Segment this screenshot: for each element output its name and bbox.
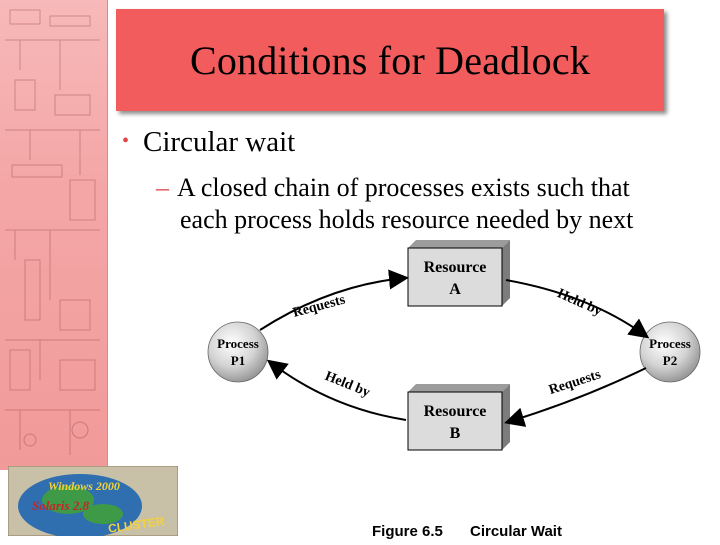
- edge-label-a-heldby: Held by: [555, 286, 604, 319]
- sub-bullet-line1: A closed chain of processes exists such …: [177, 173, 630, 202]
- resource-b-label-2: B: [450, 425, 461, 442]
- edge-p2-requests-b: [504, 367, 647, 427]
- resource-b-label-1: Resource: [424, 403, 487, 420]
- process-p2-node: Process P2: [639, 321, 701, 383]
- resource-a-label-2: A: [449, 281, 461, 298]
- resource-a-box: Resource A: [407, 240, 510, 307]
- process-p1-label-1: Process: [217, 336, 259, 351]
- edge-a-heldby-p2: [505, 279, 650, 339]
- process-p1-label-2: P1: [231, 353, 245, 368]
- bullet-text: Circular wait: [143, 126, 296, 158]
- sub-bullet: –A closed chain of processes exists such…: [156, 172, 696, 236]
- bullet-item: • Circular wait: [122, 126, 295, 159]
- circuit-pattern: [5, 9, 100, 455]
- circular-wait-diagram: Resource A Resource B Process P1 Process…: [200, 240, 710, 540]
- edge-b-heldby-p1: [266, 359, 407, 421]
- edge-label-b-heldby: Held by: [323, 369, 372, 401]
- process-p1-node: Process P1: [207, 321, 269, 383]
- process-p2-label-2: P2: [663, 353, 677, 368]
- resource-b-box: Resource B: [407, 384, 510, 451]
- figure-caption-title: Circular Wait: [470, 523, 562, 540]
- edge-label-p2-requests: Requests: [547, 367, 603, 398]
- resource-a-label-1: Resource: [424, 259, 487, 276]
- cluster-logo: Windows 2000 Solaris 2.8 CLUSTER: [7, 465, 179, 538]
- logo-text-top: Windows 2000: [48, 479, 120, 493]
- slide-title: Conditions for Deadlock: [189, 37, 591, 83]
- logo-text-mid: Solaris 2.8: [32, 498, 90, 513]
- sub-bullet-line2: each process holds resource needed by ne…: [180, 205, 634, 234]
- edge-p1-requests-a: [259, 269, 409, 331]
- process-p2-label-1: Process: [649, 336, 691, 351]
- edge-label-p1-requests: Requests: [291, 292, 347, 321]
- title-bar: Conditions for Deadlock: [116, 9, 664, 111]
- bullet-dot-icon: •: [122, 130, 130, 152]
- sub-bullet-dash: –: [156, 173, 169, 202]
- decorative-side-strip: [0, 0, 108, 470]
- figure-caption-number: Figure 6.5: [372, 523, 443, 540]
